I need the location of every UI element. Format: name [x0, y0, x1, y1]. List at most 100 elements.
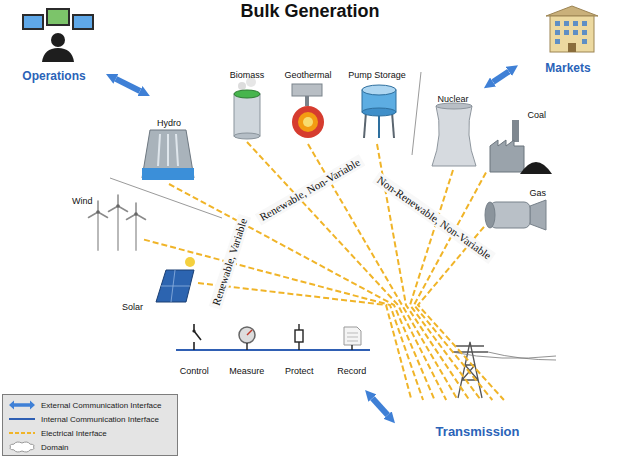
panel-outline: [169, 319, 378, 380]
gas-turbine-icon: [530, 200, 546, 230]
legend-sample: [10, 442, 34, 452]
device-symbols: [246, 343, 247, 350]
generator: Solar: [120, 256, 198, 316]
operator-icon: [46, 8, 70, 26]
generator-label: Pump Storage: [348, 70, 406, 80]
text-slot: Pump Storage: [342, 64, 412, 82]
text-slot: Solar: [120, 296, 198, 314]
separator-line: [110, 178, 222, 218]
legend-row: Electrical Interface: [7, 426, 173, 440]
device-panel: ControlMeasureProtectRecord: [168, 318, 378, 380]
coal-plant-icon: [512, 120, 519, 142]
generator-label: Nuclear: [437, 94, 468, 104]
wind-turbine-icon: [89, 195, 146, 250]
device-label: Record: [326, 366, 379, 376]
legend-row: External Communication Interface: [7, 398, 173, 412]
cloud-outline: [60, 37, 559, 388]
domain-cloud: Transmission: [395, 400, 560, 458]
operator-icon: [24, 16, 42, 28]
legend-text: Domain: [41, 443, 69, 452]
biomass-icon: [234, 94, 260, 136]
market-building-icon: [573, 30, 578, 35]
pump-storage-icon: [392, 112, 394, 138]
communication-arrow: [372, 398, 387, 415]
gas-turbine-icon: [490, 202, 530, 228]
generator-label: Coal: [527, 110, 546, 120]
device-symbols: [298, 342, 299, 350]
device-symbols: [347, 341, 358, 342]
generator: Gas: [484, 182, 554, 238]
communication-arrow: [493, 71, 509, 82]
wind-turbine-icon: [96, 210, 100, 214]
biomass-icon: [234, 133, 260, 139]
electrical-line: [198, 283, 412, 400]
legend-box: External Communication InterfaceInternal…: [2, 394, 178, 456]
solar-panel-icon: [171, 270, 175, 302]
domain-cloud: Operations: [2, 2, 106, 98]
generator: Biomass: [222, 64, 272, 142]
device-symbols: [239, 327, 255, 343]
communication-arrow: [116, 79, 140, 91]
device-symbols: [176, 324, 370, 350]
market-building-icon: [582, 30, 587, 35]
pump-storage-icon: [364, 112, 366, 138]
hydro-dam-icon: [167, 134, 169, 166]
solar-panel-icon: [156, 257, 195, 302]
category-label: Non-Renewable, Non-Variable: [372, 172, 496, 264]
legend-row: Domain: [7, 440, 173, 454]
legend-row: Internal Communication Interface: [7, 412, 173, 426]
domain-title: Bulk Generation: [240, 1, 379, 22]
biomass-icon: [234, 77, 260, 139]
text-slot: Markets: [518, 58, 618, 76]
operator-icon: [48, 10, 68, 24]
generator-label: Solar: [122, 302, 143, 312]
generator: Wind: [68, 190, 144, 252]
cloud-outline: [2, 2, 106, 98]
generator-label: Geothermal: [284, 70, 331, 80]
text-slot: Nuclear: [424, 88, 482, 106]
domain-label: Transmission: [436, 425, 520, 440]
category-label: Renewable, Non-Variable: [255, 154, 365, 225]
market-building-icon: [564, 21, 569, 26]
gas-turbine-icon: [485, 200, 546, 230]
market-building-icon: [568, 43, 576, 52]
pump-storage-icon: [362, 85, 396, 95]
text-slot: Coal: [486, 104, 554, 122]
cloud-outline: [395, 356, 560, 452]
legend-sample: [7, 413, 37, 425]
coal-plant-icon: [490, 140, 524, 172]
generator: Nuclear: [424, 88, 482, 170]
generator: Pump Storage: [342, 64, 412, 144]
device-label: Control: [168, 366, 221, 376]
pump-storage-icon: [362, 108, 396, 116]
legend-sample: [7, 399, 37, 411]
legend-sample: [9, 418, 35, 420]
text-slot: Transmission: [395, 422, 560, 440]
legend-sample: [7, 441, 37, 453]
market-building-icon: [546, 6, 598, 52]
device-symbols: [194, 324, 201, 350]
market-building-icon: [582, 21, 587, 26]
generator-label: Wind: [72, 196, 93, 206]
hydro-dam-icon: [176, 134, 178, 166]
solar-panel-icon: [185, 257, 195, 267]
device-symbols: [351, 345, 352, 350]
wind-turbine-icon: [135, 214, 137, 250]
text-slot: Operations: [2, 66, 106, 84]
market-building-icon: [555, 30, 560, 35]
geothermal-icon: [305, 96, 309, 106]
domain-label: Operations: [22, 70, 85, 84]
legend-text: Electrical Interface: [41, 429, 107, 438]
coal-plant-icon: [490, 120, 552, 174]
legend-text: Internal Communication Interface: [41, 415, 159, 424]
wind-turbine-icon: [117, 206, 119, 250]
gas-turbine-icon: [485, 202, 495, 228]
device-symbols: [176, 349, 370, 351]
operator-icon: [22, 14, 44, 30]
cloud-outline: [518, 2, 618, 98]
hydro-dam-icon: [142, 168, 194, 180]
generator-label: Hydro: [157, 118, 181, 128]
wind-turbine-icon: [116, 204, 120, 208]
